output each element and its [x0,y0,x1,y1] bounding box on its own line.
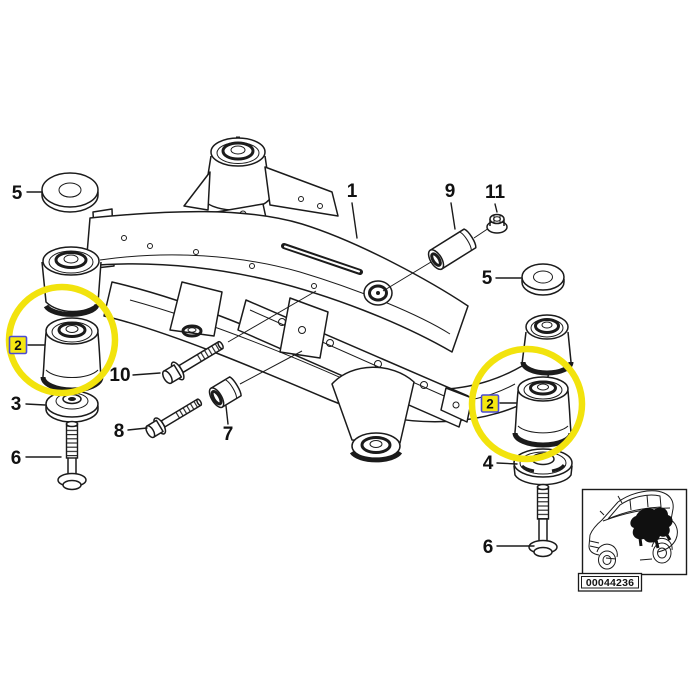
subframe-front-crossmember [85,210,469,353]
hotspot-2-left-label: 2 [14,338,22,353]
part-11-nut [486,213,508,234]
callout-4: 4 [483,453,494,474]
subframe-assembly [41,136,574,463]
part-5-washer-right [521,263,565,296]
callout-1: 1 [347,181,358,202]
callout-9: 9 [445,181,456,202]
diagram-code: 00044236 [586,577,634,589]
part-6-bolt-left [57,420,87,491]
diagram-code-box: 00044236 [577,572,643,592]
part-6-bolt-right [528,483,558,558]
part-7-bushing [208,376,242,409]
callout-3: 3 [11,394,22,415]
callout-11: 11 [485,182,506,203]
hotspot-callout-2-left[interactable]: 2 [8,335,28,355]
leader-lines [25,191,535,547]
callout-7: 7 [223,424,234,445]
subframe-top-mount-tower [183,136,339,217]
axis-line-8-7 [239,350,303,385]
hotspot-2-right-label: 2 [486,397,494,412]
highlight-circle-right [468,345,586,463]
subframe-bottom-mount-tower [331,366,415,463]
part-9-bushing [427,228,477,271]
callout-10: 10 [109,365,130,386]
part-2-bushing-right [512,376,574,448]
callout-5-right: 5 [482,268,493,289]
callout-6-right: 6 [483,537,494,558]
subframe-gussets [169,281,329,359]
callout-5-left: 5 [12,183,23,204]
axis-line-9-11 [382,227,490,292]
axis-line-10 [227,290,317,343]
vehicle-location-thumbnail: 00044236 [577,488,688,592]
subframe-location-marker [630,507,673,549]
hotspot-callout-2-right[interactable]: 2 [480,394,500,413]
callout-6-left: 6 [11,448,22,469]
part-5-washer-left [41,172,99,213]
part-8-bolt [145,398,203,439]
subframe-left-mount [41,246,102,317]
part-3-washer [45,390,99,423]
part-10-bolt [161,340,224,385]
callout-8: 8 [114,421,125,442]
